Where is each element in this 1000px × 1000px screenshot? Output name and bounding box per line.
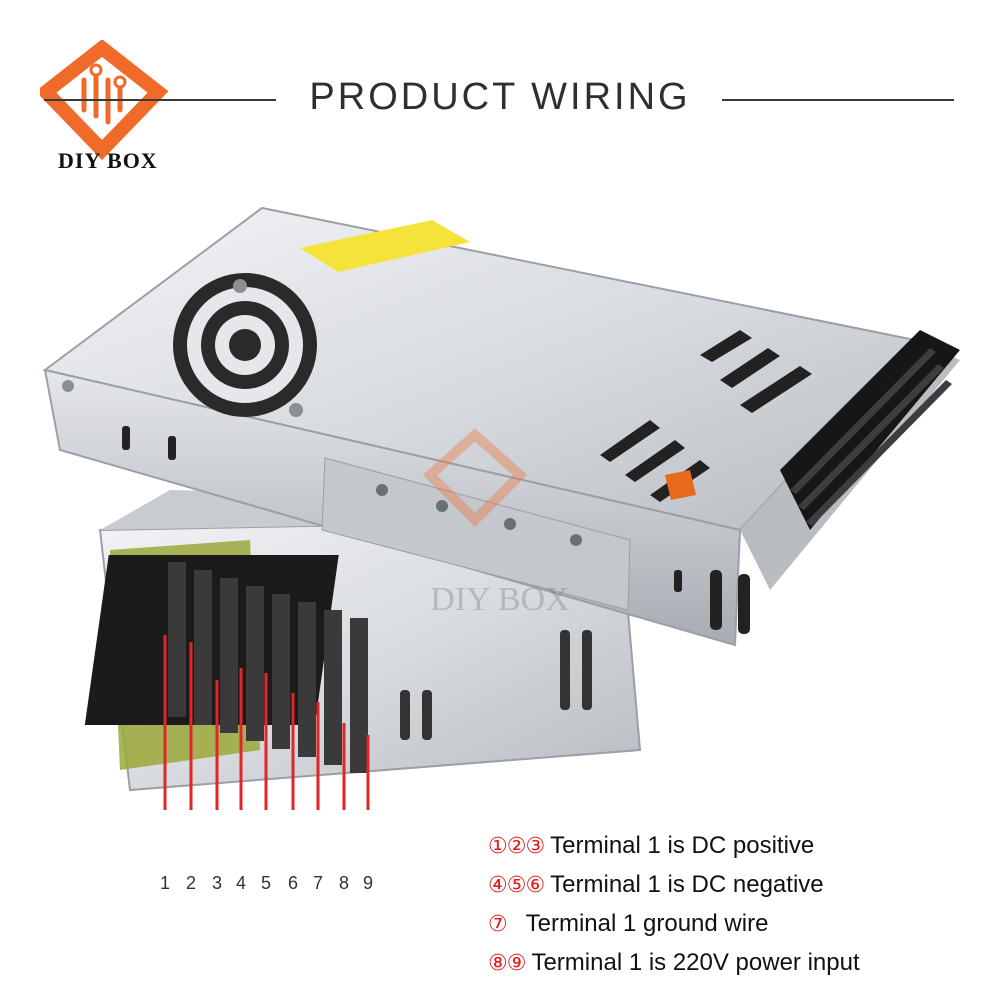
- legend-row-dc-positive: ①②③ Terminal 1 is DC positive: [488, 826, 860, 865]
- terminal-number-9: 9: [362, 873, 374, 893]
- legend-row-power-input: ⑧⑨ Terminal 1 is 220V power input: [488, 943, 860, 982]
- legend-text: Terminal 1 is DC positive: [550, 831, 815, 859]
- page-title: PRODUCT WIRING: [309, 76, 691, 118]
- legend-text: Terminal 1 is 220V power input: [531, 948, 860, 976]
- power-supply-top-unit: [42, 206, 960, 647]
- legend-row-ground: ⑦ Terminal 1 ground wire: [488, 904, 860, 943]
- legend-codes: ⑧⑨: [488, 949, 526, 975]
- terminal-number-5: 5: [260, 873, 272, 893]
- terminal-number-2: 2: [185, 873, 197, 893]
- legend-text: Terminal 1 ground wire: [512, 909, 769, 937]
- legend-codes: ⑦: [488, 910, 508, 936]
- power-supply-illustration: DIY BOX: [42, 206, 960, 810]
- brand-name: DIY BOX: [58, 148, 158, 173]
- terminal-number-4: 4: [235, 873, 247, 893]
- legend-row-dc-negative: ④⑤⑥ Terminal 1 is DC negative: [488, 865, 860, 904]
- fan-grille: [173, 273, 317, 417]
- terminal-number-3: 3: [211, 873, 223, 893]
- header-rule-right: [722, 99, 954, 101]
- terminal-number-7: 7: [312, 873, 324, 893]
- terminal-number-1: 1: [159, 873, 171, 893]
- legend-text: Terminal 1 is DC negative: [550, 870, 824, 898]
- terminal-block-bottom: [84, 555, 368, 773]
- watermark: DIY BOX: [422, 428, 570, 618]
- wiring-legend: ①②③ Terminal 1 is DC positive ④⑤⑥ Termin…: [488, 826, 860, 982]
- diy-box-logo: [40, 40, 169, 161]
- warning-label: [300, 220, 470, 272]
- legend-codes: ①②③: [488, 832, 545, 858]
- legend-codes: ④⑤⑥: [488, 871, 545, 897]
- watermark-text: DIY BOX: [430, 581, 569, 618]
- header-rule-left: [44, 99, 276, 101]
- terminal-number-8: 8: [338, 873, 350, 893]
- terminal-wires: [163, 635, 370, 810]
- terminal-number-6: 6: [287, 873, 299, 893]
